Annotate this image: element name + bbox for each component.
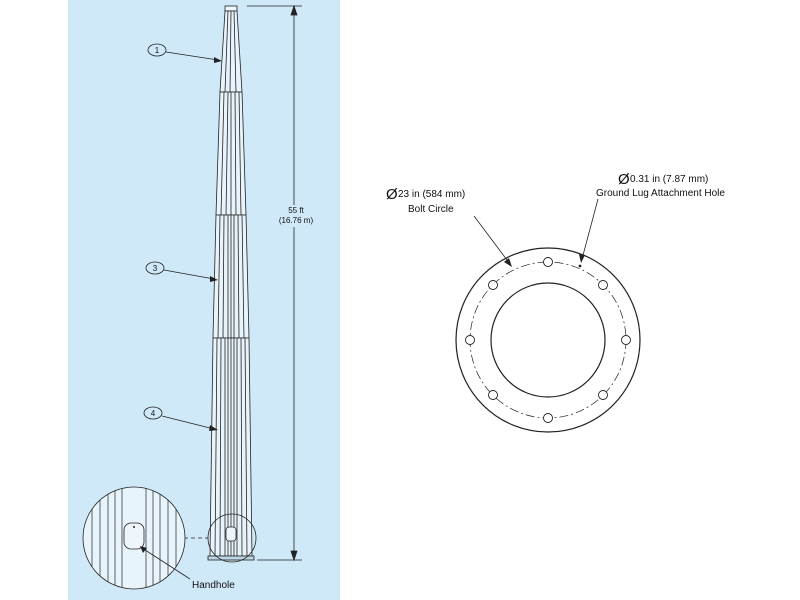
bolt-circle-label: Bolt Circle	[408, 204, 454, 215]
callout-3-number: 3	[153, 264, 158, 273]
callout-4-number: 4	[151, 409, 156, 418]
bolt-circle-value: 23 in (584 mm)	[398, 189, 465, 200]
pole-shaft	[207, 5, 255, 561]
bolt-hole	[621, 335, 631, 345]
ground-hole-symbol: Ø	[618, 171, 630, 188]
bolt-hole	[543, 413, 553, 423]
bolt-hole	[598, 280, 608, 290]
bolt-circle-leader	[473, 215, 511, 265]
height-dimension	[247, 4, 302, 562]
callout-1: 1	[147, 43, 222, 63]
ground-lug-leader	[581, 198, 599, 260]
bolt-hole	[598, 390, 608, 400]
handhole-label: Handhole	[192, 580, 235, 591]
ground-hole-value: 0.31 in (7.87 mm)	[630, 174, 708, 185]
bolt-hole	[488, 280, 498, 290]
ground-lug-hole	[578, 264, 582, 268]
pole-base-plate	[207, 555, 255, 561]
bolt-hole	[543, 257, 553, 267]
pole-cap	[224, 5, 238, 12]
callout-1-number: 1	[155, 46, 160, 55]
callout-4: 4	[143, 406, 218, 431]
dimension-label-bg	[272, 205, 318, 227]
base-plate-inner	[490, 282, 606, 398]
ground-hole-label: Ground Lug Attachment Hole	[596, 188, 725, 199]
callout-3: 3	[145, 261, 218, 282]
base-plate	[455, 247, 641, 433]
bolt-hole	[465, 335, 475, 345]
handhole-detail	[82, 486, 191, 590]
bolt-circle-symbol: Ø	[386, 186, 398, 203]
bolt-holes	[465, 257, 631, 423]
base-plate-outer	[455, 247, 641, 433]
bolt-hole	[488, 390, 498, 400]
height-m-label: (16.76 m)	[279, 216, 314, 225]
pole-handhole	[225, 526, 237, 542]
handhole-opening	[123, 522, 145, 550]
height-ft-label: 55 ft	[288, 206, 304, 215]
